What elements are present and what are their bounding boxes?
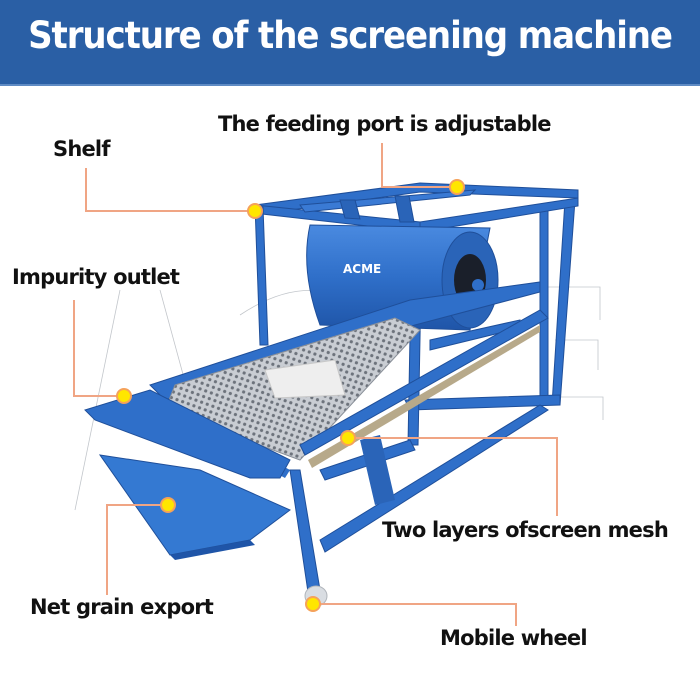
callout-label-feeding-port: The feeding port is adjustable [218, 112, 551, 136]
callout-line-feeding [381, 143, 457, 188]
callout-dot-net [160, 497, 176, 513]
callout-label-shelf: Shelf [53, 137, 110, 161]
callout-line-wheel [313, 603, 517, 626]
callout-label-net-grain-export: Net grain export [30, 595, 214, 619]
callout-dot-shelf [247, 203, 263, 219]
brand-logo: ACME [343, 262, 381, 276]
callout-label-screen-mesh: Two layers ofscreen mesh [382, 518, 669, 542]
callout-line-impurity [73, 300, 124, 397]
callout-dot-impurity [116, 388, 132, 404]
title-banner: Structure of the screening machine [0, 0, 700, 86]
callout-lines [73, 143, 558, 626]
callout-dot-feeding [449, 179, 465, 195]
screen-body [84, 281, 549, 593]
callout-line-shelf [85, 168, 255, 212]
callout-dots [116, 179, 465, 612]
page-title: Structure of the screening machine [28, 14, 673, 57]
callout-label-impurity-outlet: Impurity outlet [12, 265, 180, 289]
callout-label-mobile-wheel: Mobile wheel [440, 626, 588, 650]
callout-line-net [106, 504, 168, 595]
callout-dot-mesh [340, 430, 356, 446]
callout-line-mesh [348, 437, 558, 516]
callout-dot-wheel [305, 596, 321, 612]
machine-frame [404, 199, 576, 411]
